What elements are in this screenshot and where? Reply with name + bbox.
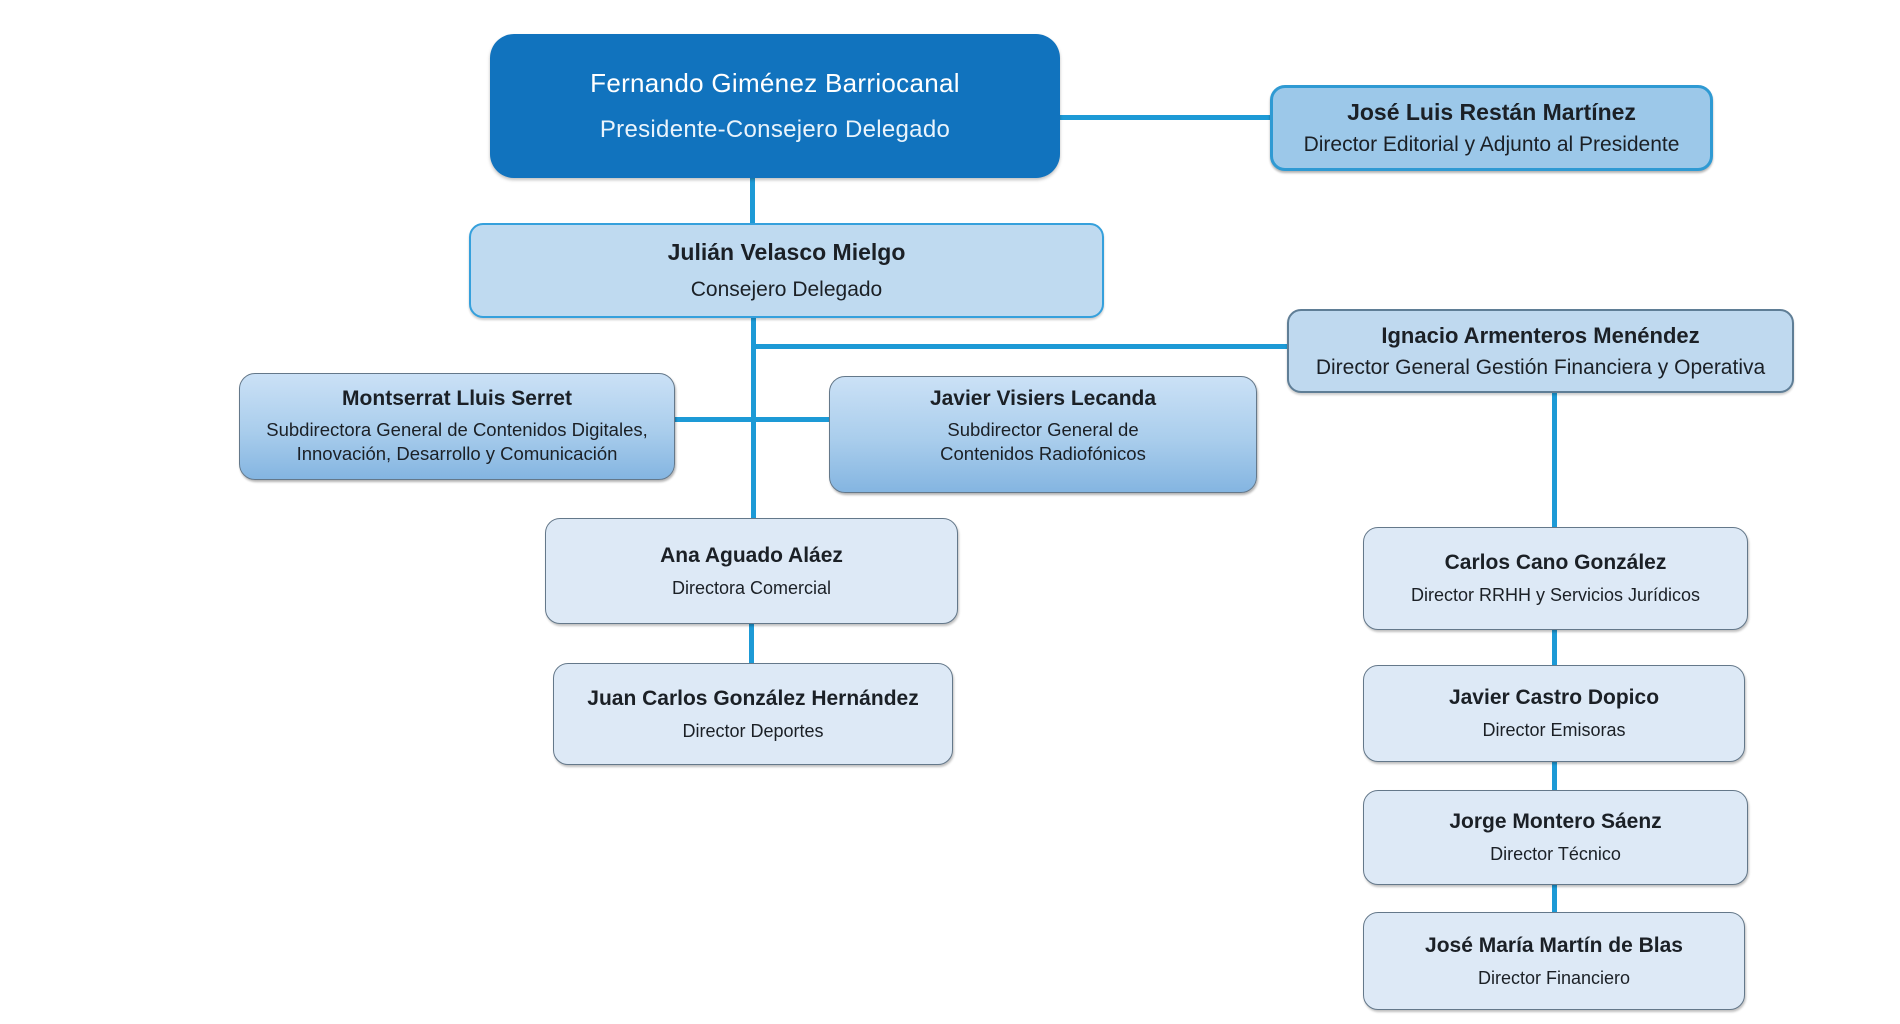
- org-node-director-deportes: Juan Carlos González Hernández Director …: [553, 663, 953, 765]
- person-title: Subdirector General de Contenidos Radiof…: [940, 418, 1146, 464]
- connector-consejero-dg-financiera: [751, 344, 1288, 349]
- org-node-director-rrhh: Carlos Cano González Director RRHH y Ser…: [1363, 527, 1748, 630]
- person-title: Director Emisoras: [1482, 720, 1626, 740]
- connector-tecnico-financiero: [1552, 884, 1557, 913]
- person-name: Ana Aguado Aláez: [660, 543, 843, 567]
- org-node-director-emisoras: Javier Castro Dopico Director Emisoras: [1363, 665, 1745, 762]
- org-node-presidente: Fernando Giménez Barriocanal Presidente-…: [490, 34, 1060, 178]
- person-title: Director Financiero: [1477, 967, 1631, 988]
- connector-emisoras-tecnico: [1552, 761, 1557, 791]
- person-name: Javier Visiers Lecanda: [929, 386, 1157, 410]
- connector-presidente-editorial: [1060, 115, 1271, 120]
- person-title: Director General Gestión Financiera y Op…: [1315, 355, 1766, 379]
- person-title: Presidente-Consejero Delegado: [599, 116, 951, 143]
- person-name: Ignacio Armenteros Menéndez: [1381, 322, 1700, 348]
- connector-comercial-deportes: [749, 624, 754, 664]
- org-node-dg-financiera: Ignacio Armenteros Menéndez Director Gen…: [1287, 309, 1794, 393]
- person-name: Javier Castro Dopico: [1448, 686, 1660, 709]
- person-name: Julián Velasco Mielgo: [667, 239, 906, 265]
- person-name: Fernando Giménez Barriocanal: [590, 68, 960, 98]
- org-node-subdirectora-digitales: Montserrat Lluis Serret Subdirectora Gen…: [239, 373, 675, 480]
- person-name: Montserrat Lluis Serret: [342, 386, 572, 410]
- org-node-director-editorial: José Luis Restán Martínez Director Edito…: [1270, 85, 1713, 171]
- connector-rrhh-emisoras: [1552, 629, 1557, 666]
- person-name: José Luis Restán Martínez: [1347, 99, 1636, 125]
- org-node-subdirector-radiofonicos: Javier Visiers Lecanda Subdirector Gener…: [829, 376, 1257, 493]
- connector-presidente-consejero: [750, 178, 755, 224]
- connector-subdirectores: [674, 417, 830, 422]
- connector-financiera-rrhh: [1552, 393, 1557, 528]
- person-title: Director Deportes: [682, 720, 824, 741]
- person-title: Director RRHH y Servicios Jurídicos: [1410, 585, 1701, 605]
- person-title: Subdirectora General de Contenidos Digit…: [266, 418, 648, 464]
- person-name: Juan Carlos González Hernández: [587, 686, 919, 710]
- person-title: Directora Comercial: [671, 577, 832, 598]
- org-node-director-tecnico: Jorge Montero Sáenz Director Técnico: [1363, 790, 1748, 885]
- person-title: Director Técnico: [1490, 844, 1621, 864]
- org-node-director-financiero: José María Martín de Blas Director Finan…: [1363, 912, 1745, 1010]
- person-name: José María Martín de Blas: [1425, 933, 1683, 957]
- org-node-directora-comercial: Ana Aguado Aláez Directora Comercial: [545, 518, 958, 624]
- person-name: Jorge Montero Sáenz: [1449, 810, 1662, 833]
- person-title: Consejero Delegado: [690, 278, 883, 301]
- person-name: Carlos Cano González: [1444, 551, 1667, 574]
- person-title: Director Editorial y Adjunto al Presiden…: [1303, 133, 1680, 156]
- org-node-consejero-delegado: Julián Velasco Mielgo Consejero Delegado: [469, 223, 1104, 318]
